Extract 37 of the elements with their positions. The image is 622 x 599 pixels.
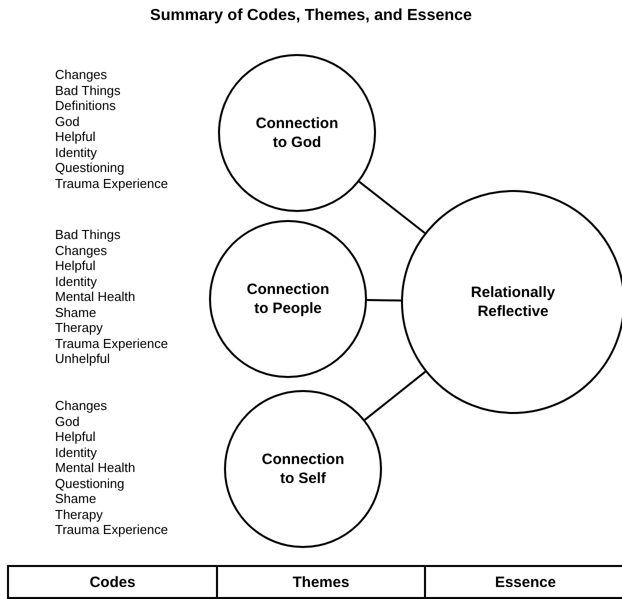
circle-label: Connection to God	[254, 114, 340, 152]
code-label: Trauma Experience	[55, 176, 168, 191]
connector-line	[364, 370, 426, 421]
code-label: Helpful	[55, 429, 96, 444]
code-label: Identity	[55, 444, 97, 460]
code-label: Definitions	[55, 98, 116, 114]
code-label: Changes	[55, 67, 108, 82]
code-label: God	[55, 414, 80, 429]
circle-label: Relationally Reflective	[470, 283, 556, 321]
column-header: Essence	[494, 572, 557, 592]
code-label: Bad Things	[55, 82, 121, 98]
code-label: Helpful	[55, 258, 96, 274]
code-label: Shame	[55, 491, 96, 506]
code-label: Shame	[55, 304, 96, 320]
code-label: Identity	[55, 144, 97, 160]
column-header: Themes	[218, 567, 426, 597]
column-header: Codes	[9, 567, 218, 597]
circle-label: Connection to Self	[260, 450, 346, 488]
code-label: God	[55, 114, 80, 129]
connector-line	[358, 180, 426, 234]
code-label: Therapy	[55, 506, 103, 522]
title: Summary of Codes, Themes, and Essence	[149, 6, 473, 26]
code-label: Changes	[55, 398, 108, 414]
code-label: Identity	[55, 274, 97, 289]
code-label: Therapy	[55, 320, 103, 336]
code-label: Questioning	[55, 160, 124, 176]
circle-label: Connection to People	[246, 280, 330, 318]
code-label: Trauma Experience	[55, 336, 168, 351]
code-label: Mental Health	[55, 289, 136, 304]
code-label: Helpful	[55, 129, 96, 144]
code-label: Trauma Experience	[55, 522, 168, 538]
code-label: Changes	[55, 242, 108, 258]
code-label: Bad Things	[55, 227, 121, 242]
code-label: Unhelpful	[55, 351, 110, 366]
connector-line	[366, 299, 402, 302]
code-label: Mental Health	[55, 460, 136, 476]
code-label: Questioning	[55, 476, 124, 491]
